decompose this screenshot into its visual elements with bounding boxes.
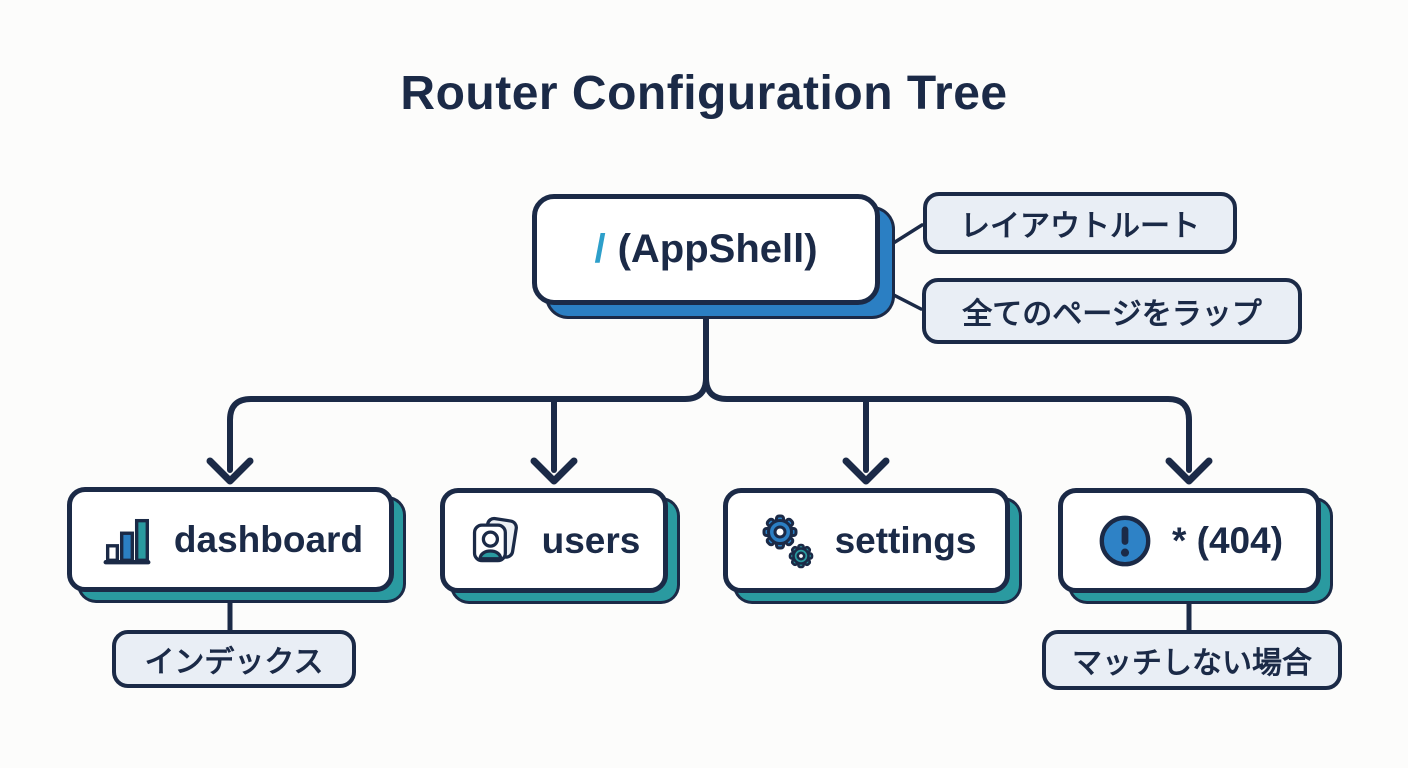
gears-icon — [762, 514, 813, 568]
arrowhead-dashboard — [206, 457, 254, 485]
arrowhead-404 — [1165, 457, 1213, 485]
node-users: users — [440, 488, 668, 593]
node-dashboard-label: dashboard — [173, 518, 364, 560]
node-settings: settings — [723, 488, 1010, 593]
callout-no-match-text: マッチしない場合 — [1072, 647, 1312, 680]
callout-index-text: インデックス — [144, 646, 324, 679]
node-appshell-label: /(AppShell) — [594, 227, 817, 272]
callout-layout-root: レイアウトルート — [923, 192, 1237, 254]
node-dashboard: dashboard — [67, 487, 394, 592]
callout-index: インデックス — [112, 630, 356, 688]
callout-no-match: マッチしない場合 — [1042, 630, 1342, 690]
callout-wraps-all-pages: 全てのページをラップ — [922, 278, 1302, 344]
page-title: Router Configuration Tree — [400, 67, 1008, 120]
arrowhead-users — [530, 457, 578, 485]
bar-chart-icon — [103, 518, 151, 564]
alert-icon — [1099, 515, 1151, 566]
connector-fork-right — [703, 375, 1192, 473]
route-component: (AppShell) — [617, 227, 818, 271]
node-settings-label: settings — [834, 519, 977, 561]
users-icon — [472, 516, 518, 562]
connector-callout-wrap — [884, 289, 923, 311]
callout-layout-root-text: レイアウトルート — [960, 210, 1200, 243]
callout-wraps-all-pages-text: 全てのページをラップ — [962, 298, 1262, 331]
node-users-label: users — [541, 519, 641, 561]
node-404-label: * (404) — [1171, 519, 1284, 561]
arrowhead-settings — [842, 457, 890, 485]
node-appshell: /(AppShell) — [532, 194, 880, 305]
node-404: * (404) — [1058, 488, 1321, 593]
connector-callout-layout — [882, 223, 924, 251]
route-path: / — [594, 227, 606, 271]
connector-fork-left — [227, 375, 709, 473]
